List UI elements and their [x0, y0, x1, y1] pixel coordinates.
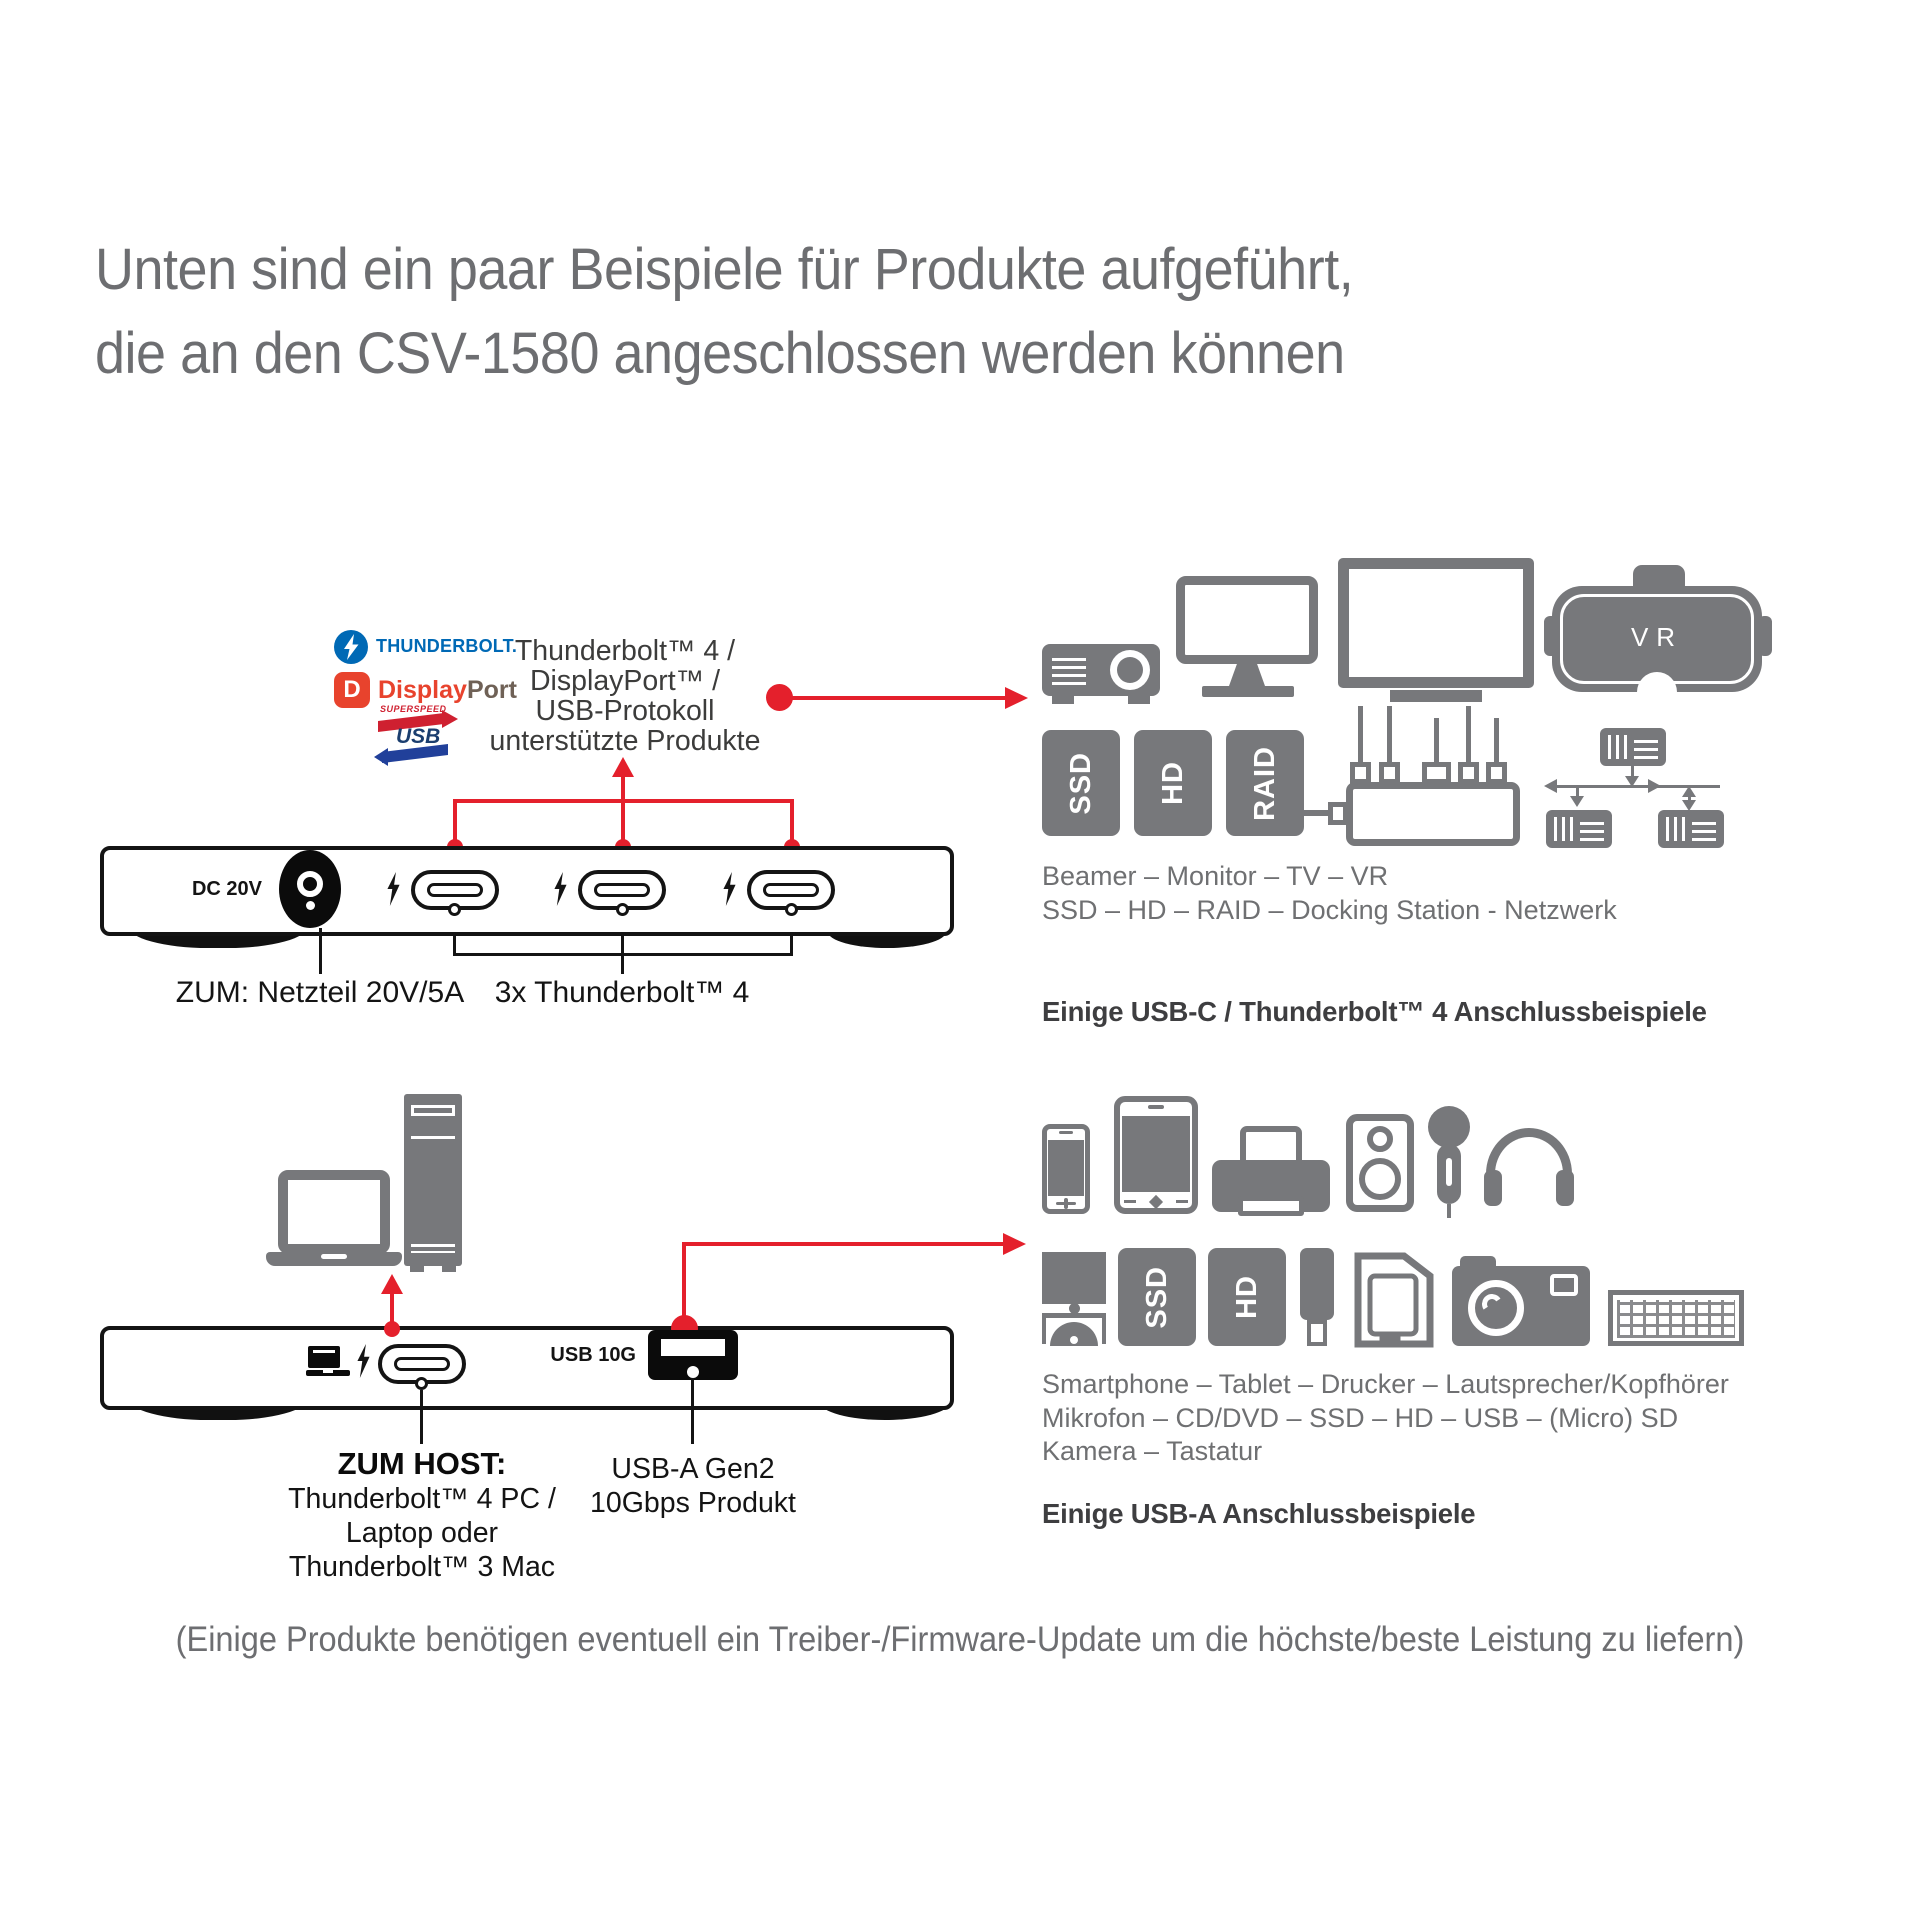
- ssd-drive-icon: SSD: [1118, 1248, 1196, 1346]
- dc-jack-pin: [306, 901, 315, 910]
- page-title-line1: Unten sind ein paar Beispiele für Produk…: [95, 237, 1354, 302]
- thunderbolt-wordmark: THUNDERBOLT.: [376, 636, 518, 656]
- bracket-line: [453, 799, 457, 848]
- usb-wordmark: USB: [396, 725, 441, 748]
- superspeed-label: SUPERSPEED: [380, 704, 447, 714]
- usb-callout-line1: USB-A Gen2: [611, 1453, 775, 1485]
- top-subcaption: Einige USB-C / Thunderbolt™ 4 Anschlussb…: [1042, 996, 1707, 1027]
- callout-line: [319, 928, 322, 974]
- bracket-arrow-up-icon: [612, 757, 634, 777]
- callout-line: [453, 916, 456, 956]
- thunderbolt-port-bolt-icon: [387, 872, 400, 906]
- port-anchor: [687, 1366, 699, 1378]
- footer-note: (Einige Produkte benötigen eventuell ein…: [175, 1620, 1745, 1659]
- bottom-subcaption: Einige USB-A Anschlussbeispiele: [1042, 1498, 1476, 1529]
- page-title-line2: die an den CSV-1580 angeschlossen werden…: [95, 321, 1345, 386]
- displayport-icon: D: [334, 672, 370, 708]
- protocol-line1: Thunderbolt™ 4 /: [514, 635, 736, 667]
- callout-line: [420, 1390, 423, 1444]
- host-callout-line2: Laptop oder: [345, 1517, 499, 1549]
- port-anchor: [448, 903, 461, 916]
- hd-drive-icon: HD: [1134, 730, 1212, 836]
- connector-line: [779, 696, 1006, 700]
- thunderbolt-callout-label: 3x Thunderbolt™ 4: [494, 976, 750, 1009]
- usb-connector-arrow-icon: [1003, 1233, 1026, 1255]
- ssd-drive-icon: SSD: [1042, 730, 1120, 836]
- hd-drive-label: HD: [1156, 761, 1189, 805]
- protocol-line3: USB-Protokoll: [535, 695, 715, 727]
- hd-drive-label: HD: [1230, 1275, 1263, 1319]
- usb-blue-arrowhead: [374, 748, 388, 766]
- thunderbolt-port-bolt-icon: [723, 872, 736, 906]
- superspeed-usb-logo: SUPERSPEED USB: [374, 704, 470, 766]
- top-caption: Beamer – Monitor – TV – VR SSD – HD – RA…: [1042, 860, 1802, 927]
- usb-connector-line: [682, 1242, 1004, 1246]
- port-anchor: [616, 903, 629, 916]
- thunderbolt-port-bolt-icon: [554, 872, 567, 906]
- power-callout-label: ZUM: Netzteil 20V/5A: [175, 976, 465, 1009]
- usb-red-arrowhead: [442, 710, 458, 728]
- host-arrow-line: [390, 1293, 394, 1329]
- host-bolt-icon: [357, 1344, 370, 1378]
- callout-line: [621, 916, 624, 974]
- usb-connector-line: [682, 1242, 686, 1329]
- displayport-wordmark: DisplayPort: [378, 676, 517, 704]
- protocol-line4: unterstützte Produkte: [489, 725, 761, 757]
- bottom-caption: Smartphone – Tablet – Drucker – Lautspre…: [1042, 1368, 1862, 1469]
- ssd-drive-label: SSD: [1140, 1265, 1173, 1329]
- dc-jack-ring: [297, 871, 323, 897]
- port-anchor: [785, 903, 798, 916]
- port-anchor: [415, 1377, 428, 1390]
- vr-label: VR: [1630, 622, 1684, 652]
- top-caption-line1: Beamer – Monitor – TV – VR: [1042, 861, 1389, 891]
- bottom-caption-line1: Smartphone – Tablet – Drucker – Lautspre…: [1042, 1369, 1729, 1399]
- host-callout-title: ZUM HOST:: [337, 1446, 507, 1481]
- top-caption-line2: SSD – HD – RAID – Docking Station - Netz…: [1042, 894, 1617, 925]
- dc-port-label: DC 20V: [191, 878, 262, 900]
- host-callout-line3: Thunderbolt™ 3 Mac: [288, 1551, 556, 1583]
- host-arrow-dot: [384, 1321, 400, 1337]
- connector-arrow-right-icon: [1005, 687, 1028, 709]
- protocol-line2: DisplayPort™ /: [529, 665, 721, 697]
- bracket-line: [621, 776, 625, 848]
- host-callout-line1: Thunderbolt™ 4 PC /: [288, 1483, 556, 1515]
- vr-headset-icon: VR: [1544, 560, 1776, 712]
- projector-icon: [1042, 644, 1160, 704]
- bracket-line: [790, 799, 794, 848]
- protocol-text: Thunderbolt™ 4 / DisplayPort™ / USB-Prot…: [430, 636, 820, 756]
- usb-callout-line2: 10Gbps Produkt: [590, 1487, 796, 1519]
- page-title: Unten sind ein paar Beispiele für Produk…: [95, 228, 1354, 396]
- host-callout-label: ZUM HOST: Thunderbolt™ 4 PC / Laptop ode…: [222, 1446, 622, 1584]
- bottom-caption-line3: Kamera – Tastatur: [1042, 1436, 1263, 1466]
- ssd-drive-label: SSD: [1064, 751, 1097, 815]
- device-panel-front: [100, 1326, 954, 1410]
- network-icon: [1544, 728, 1734, 850]
- bottom-caption-line2: Mikrofon – CD/DVD – SSD – HD – USB – (Mi…: [1042, 1402, 1679, 1433]
- raid-drive-label: RAID: [1248, 745, 1281, 821]
- callout-line: [691, 1378, 694, 1444]
- usb10g-port-label: USB 10G: [550, 1344, 636, 1366]
- thunderbolt-bolt-icon: [334, 630, 368, 664]
- raid-drive-icon: RAID: [1226, 730, 1304, 836]
- host-arrow-up-icon: [381, 1274, 403, 1294]
- hd-drive-icon: HD: [1208, 1248, 1286, 1346]
- callout-line: [790, 916, 793, 956]
- docking-station-icon: [1284, 696, 1534, 848]
- sd-card-icon: [1352, 1252, 1436, 1353]
- usb-callout-label: USB-A Gen2 10Gbps Produkt: [543, 1452, 843, 1520]
